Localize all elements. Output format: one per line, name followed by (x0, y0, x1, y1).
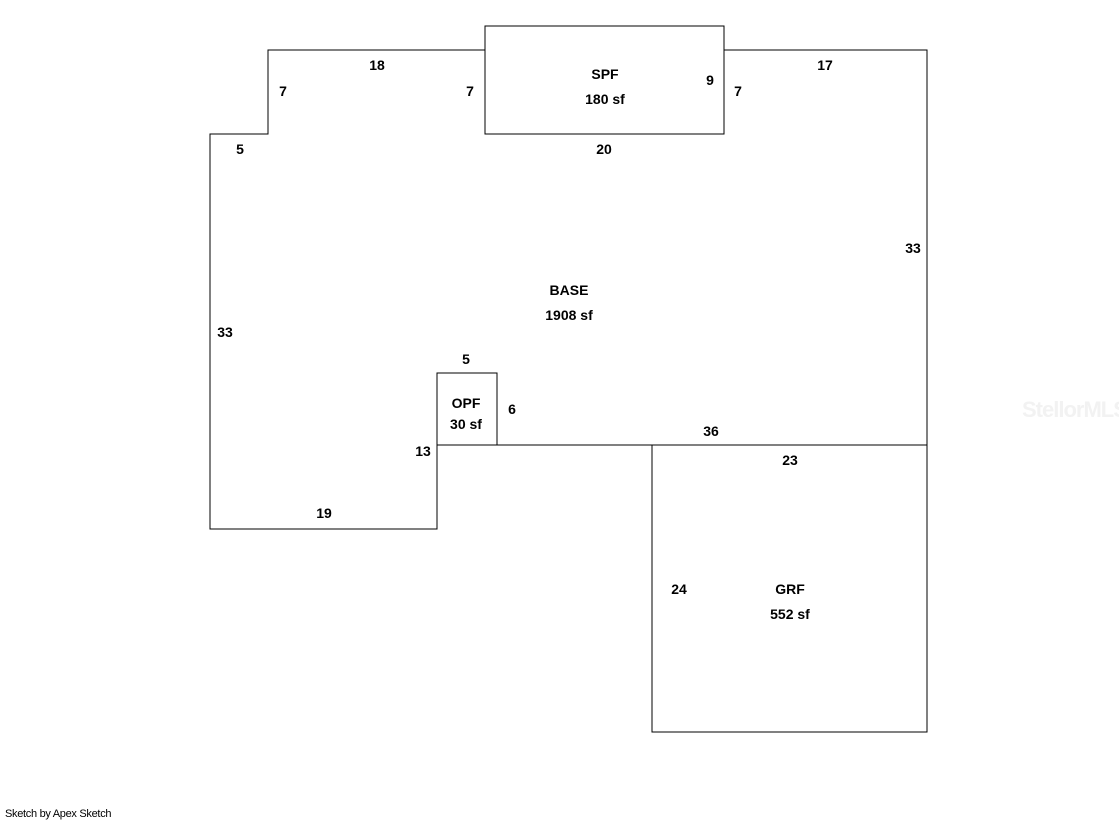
base-area: 1908 sf (545, 307, 593, 323)
opf-label: OPF (452, 395, 481, 411)
spf-outline (484, 25, 725, 135)
dimension-label: 36 (703, 423, 719, 439)
dimension-label: 5 (236, 141, 244, 157)
spf-label: SPF (591, 66, 619, 82)
dimension-label: 7 (466, 83, 474, 99)
dimension-label: 33 (905, 240, 921, 256)
opf-outline (436, 372, 498, 446)
dimension-label: 23 (782, 452, 798, 468)
spf-area: 180 sf (585, 91, 625, 107)
dimension-label: 24 (671, 581, 687, 597)
dimension-label: 7 (279, 83, 287, 99)
dimension-label: 18 (369, 57, 385, 73)
dimension-label: 7 (734, 83, 742, 99)
grf-label: GRF (775, 581, 805, 597)
grf-area: 552 sf (770, 606, 810, 622)
base-label: BASE (550, 282, 589, 298)
watermark: StellorMLS (1022, 397, 1119, 422)
dimension-label: 20 (596, 141, 612, 157)
grf-outline (651, 444, 928, 733)
opf-area: 30 sf (450, 416, 482, 432)
sketch-credit: Sketch by Apex Sketch (5, 808, 112, 820)
dimension-label: 19 (316, 505, 332, 521)
dimension-label: 33 (217, 324, 233, 340)
dimension-label: 6 (508, 401, 516, 417)
dimension-label: 9 (706, 72, 714, 88)
dimension-label: 13 (415, 443, 431, 459)
dimension-label: 5 (462, 351, 470, 367)
dimension-label: 17 (817, 57, 833, 73)
